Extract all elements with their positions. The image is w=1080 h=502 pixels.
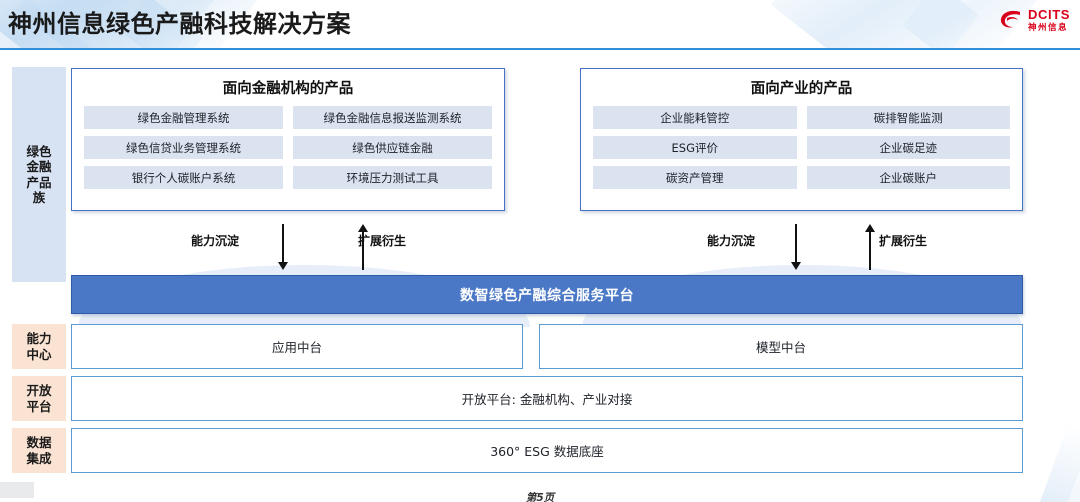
- product-tile[interactable]: 企业碳账户: [806, 166, 1010, 189]
- sidebar-label: 开放 平台: [26, 383, 52, 414]
- flow-label-precipitation-right: 能力沉淀: [707, 234, 756, 248]
- product-tile[interactable]: 绿色供应链金融: [293, 136, 492, 159]
- header-divider: [0, 48, 1080, 50]
- product-tile[interactable]: 环境压力测试工具: [293, 166, 492, 189]
- row-data-base[interactable]: 360° ESG 数据底座: [71, 428, 1023, 473]
- panel-tile-grid: 绿色金融管理系统 绿色金融信息报送监测系统 绿色信贷业务管理系统 绿色供应链金融…: [72, 98, 504, 189]
- row-open-platform[interactable]: 开放平台: 金融机构、产业对接: [71, 376, 1023, 421]
- product-tile[interactable]: 企业碳足迹: [806, 136, 1010, 159]
- panel-tile-grid: 企业能耗管控 碳排智能监测 ESG评价 企业碳足迹 碳资产管理 企业碳账户: [581, 98, 1022, 189]
- page-title: 神州信息绿色产融科技解决方案: [8, 10, 351, 38]
- sidebar-item-capability-center[interactable]: 能力 中心: [12, 324, 66, 369]
- product-tile[interactable]: 碳排智能监测: [806, 106, 1010, 129]
- sidebar-item-green-finance-products[interactable]: 绿色 金融 产品 族: [12, 67, 66, 282]
- sidebar-item-open-platform[interactable]: 开放 平台: [12, 376, 66, 421]
- platform-bar[interactable]: 数智绿色产融综合服务平台: [71, 275, 1023, 314]
- page-number: 第5页: [525, 492, 555, 502]
- sidebar-label: 数据 集成: [26, 435, 52, 466]
- slide-body: 绿色 金融 产品 族 能力 中心 开放 平台 数据 集成 面向金融机构的产品 绿…: [0, 52, 1080, 502]
- panel-title: 面向产业的产品: [750, 81, 853, 97]
- flow-label-precipitation-left: 能力沉淀: [191, 234, 240, 248]
- sidebar-label: 能力 中心: [26, 331, 52, 362]
- panel-title: 面向金融机构的产品: [222, 81, 354, 97]
- panel-financial-institution-products: 面向金融机构的产品 绿色金融管理系统 绿色金融信息报送监测系统 绿色信贷业务管理…: [71, 68, 505, 211]
- dcits-logo: DCITS 神州信息: [999, 8, 1070, 32]
- product-tile[interactable]: 银行个人碳账户系统: [84, 166, 283, 189]
- product-tile[interactable]: 绿色信贷业务管理系统: [84, 136, 283, 159]
- row-app-middle-platform[interactable]: 应用中台: [71, 324, 523, 369]
- flow-label-derivation-left: 扩展衍生: [358, 234, 407, 248]
- logo-text-cn: 神州信息: [1028, 22, 1069, 32]
- product-tile[interactable]: 企业能耗管控: [593, 106, 797, 129]
- slide-header: 神州信息绿色产融科技解决方案 DCITS 神州信息: [0, 0, 1080, 50]
- panel-industry-products: 面向产业的产品 企业能耗管控 碳排智能监测 ESG评价 企业碳足迹 碳资产管理 …: [580, 68, 1023, 211]
- product-tile[interactable]: ESG评价: [593, 136, 797, 159]
- sidebar-label: 绿色 金融 产品 族: [26, 144, 52, 205]
- flow-label-derivation-right: 扩展衍生: [879, 234, 928, 248]
- product-tile[interactable]: 碳资产管理: [593, 166, 797, 189]
- product-tile[interactable]: 绿色金融管理系统: [84, 106, 283, 129]
- logo-text-en: DCITS: [1028, 7, 1070, 22]
- footer-corner-block: [0, 482, 34, 498]
- dcits-swirl-icon: [999, 9, 1023, 31]
- sidebar-item-data-integration[interactable]: 数据 集成: [12, 428, 66, 473]
- row-model-middle-platform[interactable]: 模型中台: [539, 324, 1023, 369]
- product-tile[interactable]: 绿色金融信息报送监测系统: [293, 106, 492, 129]
